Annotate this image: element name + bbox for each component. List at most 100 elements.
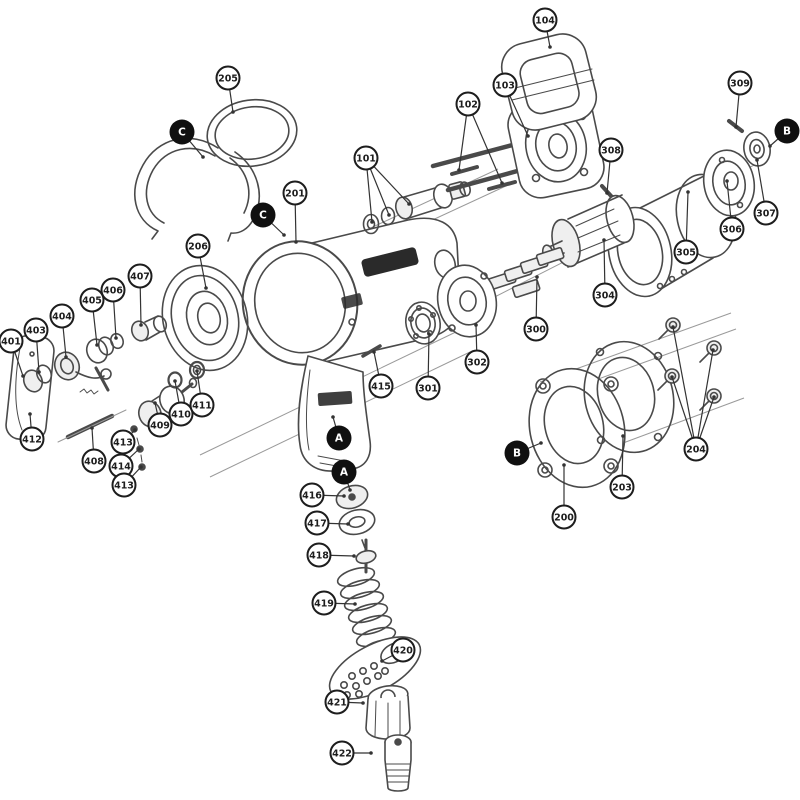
callout-number: 300 xyxy=(526,324,546,335)
leader-dot xyxy=(282,233,286,237)
leader-dot xyxy=(133,428,137,432)
part-callout-413: 413 xyxy=(111,472,137,498)
callout-layer: 2052012061011021031043093083073063053043… xyxy=(0,7,800,766)
leader-dot xyxy=(380,659,384,663)
part-callout-101: 101 xyxy=(353,145,379,171)
part-callout-414: 414 xyxy=(108,453,134,479)
callout-number: 301 xyxy=(418,383,438,394)
callout-number: 103 xyxy=(495,80,515,91)
callout-circle xyxy=(455,91,481,117)
part-callout-416: 416 xyxy=(299,482,325,508)
callout-circle xyxy=(79,287,105,313)
callout-number: 200 xyxy=(554,512,574,523)
callout-number: 414 xyxy=(111,461,131,472)
part-callout-422: 422 xyxy=(329,740,355,766)
callout-number: 417 xyxy=(307,518,327,529)
callout-circle xyxy=(390,637,416,663)
assembly-callout-letter: C xyxy=(178,127,186,139)
leader-dot xyxy=(346,522,350,526)
leader-dot xyxy=(755,158,759,162)
callout-circle xyxy=(598,137,624,163)
part-callout-419: 419 xyxy=(311,590,337,616)
part-callout-206: 206 xyxy=(185,233,211,259)
callout-circle xyxy=(185,233,211,259)
leader-dot xyxy=(407,202,411,206)
callout-circle xyxy=(23,317,49,343)
valve-small-parts-sketch xyxy=(22,315,168,395)
callout-number: 406 xyxy=(103,285,123,296)
hammer-cage-sketch xyxy=(500,33,598,131)
inlet-adapter-sketch xyxy=(384,734,412,792)
leader-dot xyxy=(548,45,552,49)
callout-number: 409 xyxy=(150,420,170,431)
callout-circle xyxy=(353,145,379,171)
callout-number: 411 xyxy=(192,400,212,411)
callout-circle xyxy=(282,180,308,206)
leader-dot xyxy=(457,168,461,172)
leader-line xyxy=(695,349,714,450)
leader-dot xyxy=(114,336,118,340)
clamp-plate-sketch xyxy=(528,367,626,489)
assembly-callout-circle xyxy=(250,202,276,228)
assembly-callout-circle xyxy=(169,119,195,145)
assembly-callout-circle xyxy=(504,440,530,466)
callout-number: 206 xyxy=(188,241,208,252)
leader-dot xyxy=(526,134,530,138)
part-callout-411: 411 xyxy=(189,392,215,418)
leader-dot xyxy=(348,488,352,492)
part-callout-412: 412 xyxy=(19,426,45,452)
callout-circle xyxy=(492,72,518,98)
callout-number: 302 xyxy=(467,357,487,368)
leader-dot xyxy=(686,190,690,194)
part-callout-410: 410 xyxy=(168,401,194,427)
leader-dot xyxy=(539,441,543,445)
leader-dot xyxy=(342,494,346,498)
assembly-callout-letter: C xyxy=(259,210,267,222)
leader-dot xyxy=(387,213,391,217)
callout-circle xyxy=(368,373,394,399)
leader-dot xyxy=(195,369,199,373)
callout-circle xyxy=(304,510,330,536)
leader-dot xyxy=(602,238,606,242)
assembly-callout-B: B xyxy=(774,118,800,144)
part-callout-301: 301 xyxy=(415,375,441,401)
leader-dot xyxy=(535,275,539,279)
leader-dot xyxy=(712,395,716,399)
part-callout-405: 405 xyxy=(79,287,105,313)
rotor-sketch xyxy=(541,194,635,268)
callout-circle xyxy=(127,263,153,289)
callout-circle xyxy=(727,70,753,96)
part-callout-302: 302 xyxy=(464,349,490,375)
callout-circle xyxy=(532,7,558,33)
screws-sketch xyxy=(657,317,722,411)
part-callout-421: 421 xyxy=(324,689,350,715)
callout-circle xyxy=(111,472,137,498)
callout-number: 307 xyxy=(756,208,776,219)
callout-circle xyxy=(189,392,215,418)
callout-number: 309 xyxy=(730,78,750,89)
part-callout-408: 408 xyxy=(81,448,107,474)
part-callout-413: 413 xyxy=(110,429,136,455)
leader-dot xyxy=(137,447,141,451)
callout-circle xyxy=(609,474,635,500)
callout-number: 415 xyxy=(371,381,391,392)
callout-number: 404 xyxy=(52,311,72,322)
leader-dot xyxy=(201,155,205,159)
callout-number: 204 xyxy=(686,444,706,455)
callout-circle xyxy=(683,436,709,462)
callout-number: 418 xyxy=(309,550,329,561)
assembly-callout-B: B xyxy=(504,440,530,466)
assembly-callout-A: A xyxy=(331,459,357,485)
callout-number: 308 xyxy=(601,145,621,156)
leader-dot xyxy=(28,412,32,416)
leader-dot xyxy=(370,220,374,224)
part-callout-104: 104 xyxy=(532,7,558,33)
callout-number: 104 xyxy=(535,15,555,26)
leader-dot xyxy=(734,125,738,129)
callout-number: 403 xyxy=(26,325,46,336)
leader-dot xyxy=(352,554,356,558)
callout-circle xyxy=(311,590,337,616)
part-callout-309: 309 xyxy=(727,70,753,96)
